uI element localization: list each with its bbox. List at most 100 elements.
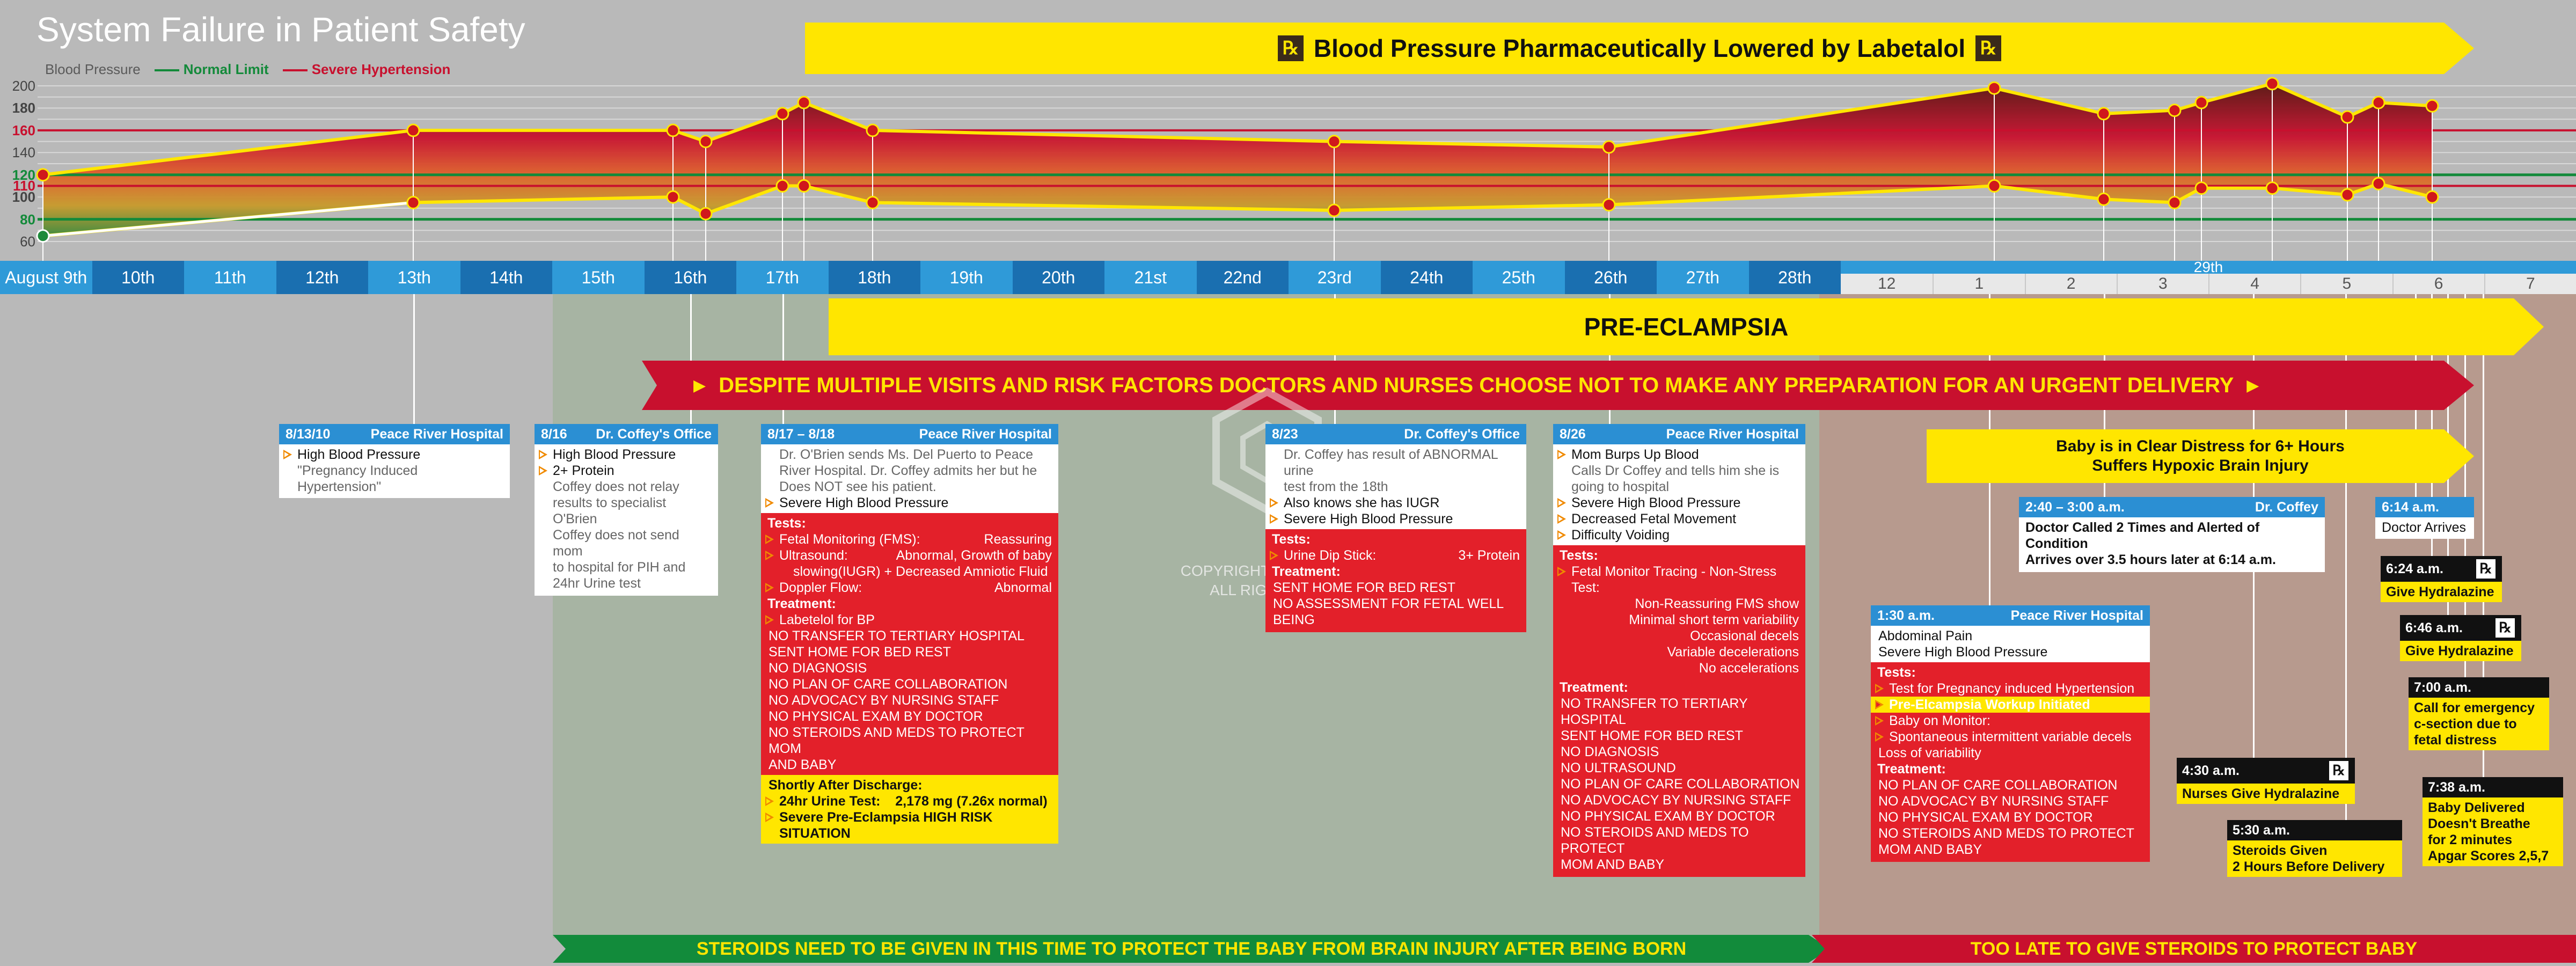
card-item: "Pregnancy Induced Hypertension": [297, 463, 418, 494]
systolic-point: [1987, 81, 2001, 95]
test-value: Abnormal, Growth of baby: [896, 548, 1052, 563]
pre-eclampsia-banner: PRE-ECLAMPSIA: [829, 298, 2544, 355]
after-row: Severe Pre-Eclampsia HIGH RISK SITUATION: [761, 809, 1058, 841]
card-line: Doctor Called 2 Times and Alerted of Con…: [2025, 520, 2260, 551]
labetalol-banner: ℞ Blood Pressure Pharmaceutically Lowere…: [805, 23, 2474, 74]
card-date: 8/23: [1272, 427, 1298, 442]
event-header: 6:24 a.m.℞: [2381, 556, 2502, 582]
tests-label: Tests:: [1560, 548, 1598, 563]
diastolic-point: [2372, 177, 2385, 191]
systolic-point: [1327, 135, 1341, 149]
legend-severe-hypertension: Severe Hypertension: [282, 61, 450, 78]
test-row: Ultrasound:Abnormal, Growth of baby: [761, 547, 1058, 564]
test-row: No accelerations: [1699, 661, 1799, 676]
too-late-text: TOO LATE TO GIVE STEROIDS TO PROTECT BAB…: [1970, 938, 2418, 959]
tests-label: Tests:: [1272, 532, 1311, 547]
treatment-item: MOM AND BABY: [1878, 842, 1982, 857]
date-cell: 27th: [1657, 261, 1749, 294]
doctor-called-card: 2:40 – 3:00 a.m.Dr. Coffey Doctor Called…: [2019, 497, 2325, 572]
event-6-24: 6:24 a.m.℞ Give Hydralazine: [2381, 556, 2502, 602]
test-row: Occasional decels: [1690, 628, 1799, 643]
card-note: going to hospital: [1571, 479, 1670, 494]
card-item: Also knows she has IUGR: [1265, 495, 1526, 511]
steroids-text: STEROIDS NEED TO BE GIVEN IN THIS TIME T…: [696, 938, 1687, 959]
card-date: 8/13/10: [286, 427, 331, 442]
connector-line: [1334, 294, 1336, 424]
date-cell: 13th: [368, 261, 460, 294]
event-line: 2 Hours Before Delivery: [2233, 859, 2385, 874]
treatment-item: NO STEROIDS AND MEDS TO PROTECT: [1561, 825, 1749, 856]
y-tick-label: 140: [12, 144, 35, 161]
treatment-item: SENT HOME FOR BED REST: [1561, 728, 1743, 743]
connector-line: [2483, 294, 2484, 777]
monitor-item: Spontaneous intermittent variable decels: [1871, 729, 2150, 745]
monitor-item: Loss of variability: [1878, 745, 1981, 760]
diastolic-point: [775, 179, 789, 193]
systolic-point: [2194, 96, 2208, 109]
treatment-item: Labetelol for BP: [761, 612, 1058, 628]
treatment-label: Treatment:: [1560, 680, 1628, 695]
hour-cell: 4: [2208, 274, 2300, 294]
hour-cell: 1: [1933, 274, 2024, 294]
date-cell: 25th: [1473, 261, 1565, 294]
card-item: Abdominal Pain: [1878, 628, 1973, 643]
treatment-label: Treatment:: [767, 596, 836, 611]
connector-line: [2345, 294, 2347, 820]
event-text: Give Hydralazine: [2381, 582, 2502, 602]
after-row: 24hr Urine Test: 2,178 mg (7.26x normal): [761, 793, 1058, 809]
card-note: River Hospital. Dr. Coffey admits her bu…: [779, 463, 1037, 478]
y-tick-label: 110: [13, 178, 35, 194]
card-header: 6:14 a.m.: [2375, 497, 2474, 517]
systolic-point: [866, 123, 880, 137]
card-place: Peace River Hospital: [370, 427, 503, 442]
card-date: 1:30 a.m.: [1877, 608, 1935, 623]
card-place: Peace River Hospital: [919, 427, 1052, 442]
diastolic-point: [1987, 179, 2001, 193]
card-header: 2:40 – 3:00 a.m.Dr. Coffey: [2019, 497, 2325, 517]
treatment-item: NO PLAN OF CARE COLLABORATION: [769, 677, 1008, 692]
event-line: Call for emergency: [2414, 700, 2535, 715]
diastolic-point: [1327, 203, 1341, 217]
test-head: Fetal Monitor Tracing - Non-Stress Test:: [1553, 564, 1805, 596]
event-header: 4:30 a.m.℞: [2177, 758, 2355, 784]
despite-arrow-icon: ▶: [693, 376, 706, 394]
card-tests-section: Tests: Urine Dip Stick:3+ Protein Treatm…: [1265, 529, 1526, 632]
after-label: Shortly After Discharge:: [769, 778, 923, 793]
treatment-item: NO PHYSICAL EXAM BY DOCTOR: [769, 709, 983, 724]
systolic-point: [1602, 140, 1616, 154]
chart-legend: Blood Pressure Normal Limit Severe Hyper…: [45, 61, 450, 78]
diastolic-point: [2097, 192, 2111, 206]
event-time: 5:30 a.m.: [2233, 823, 2290, 838]
event-line: Steroids Given: [2233, 843, 2328, 858]
pre-eclampsia-text: PRE-ECLAMPSIA: [1584, 313, 1789, 341]
systolic-point: [2265, 77, 2279, 91]
card-date: 8/17 – 8/18: [767, 427, 835, 442]
card-note: test from the 18th: [1284, 479, 1388, 494]
card-date: 2:40 – 3:00 a.m.: [2025, 500, 2125, 515]
distress-text: Suffers Hypoxic Brain Injury: [2092, 457, 2309, 474]
event-line: Apgar Scores 2,5,7: [2428, 848, 2549, 863]
y-tick-label: 180: [12, 100, 35, 116]
connector-line: [1609, 294, 1611, 424]
test-key: Fetal Monitoring (FMS):: [779, 532, 920, 547]
legend-normal-label: Normal Limit: [183, 61, 269, 77]
event-line: Doesn't Breathe: [2428, 816, 2530, 831]
event-4-30: 4:30 a.m.℞ Nurses Give Hydralazine: [2177, 758, 2355, 804]
diastolic-point: [2265, 181, 2279, 195]
card-note: Does NOT see his patient.: [779, 479, 936, 494]
hour-cell: 6: [2392, 274, 2484, 294]
test-value: Reassuring: [984, 532, 1052, 547]
date-cell: 18th: [828, 261, 920, 294]
day-29-bar: 29th: [1841, 259, 2576, 275]
card-tests-section: Tests: Fetal Monitor Tracing - Non-Stres…: [1553, 545, 1805, 877]
y-tick-label: 80: [20, 211, 35, 228]
event-header: 7:00 a.m.: [2409, 677, 2549, 698]
legend-normal-limit: Normal Limit: [154, 61, 269, 78]
treatment-item: AND BABY: [769, 757, 837, 772]
event-time: 6:46 a.m.: [2405, 620, 2463, 635]
